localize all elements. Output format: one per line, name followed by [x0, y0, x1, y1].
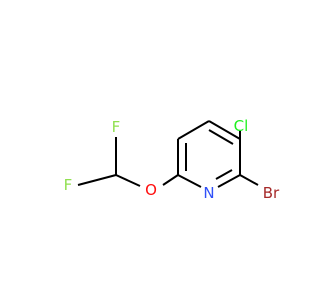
atom-chlorine: Cl	[234, 117, 249, 135]
bonds	[77, 120, 259, 188]
bond-c2-n-inner	[215, 169, 233, 180]
canvas-background	[0, 0, 300, 300]
bond-chf2-o	[115, 174, 141, 187]
bond-c2-n	[217, 174, 241, 188]
atom-fluorine-top: F	[112, 118, 121, 136]
bond-c5-c4	[177, 120, 210, 140]
molecule-structure: F F O N Br Cl	[0, 0, 300, 300]
bond-c4-c3	[208, 120, 241, 140]
bond-o-c6	[162, 174, 179, 186]
atom-fluorine-left: F	[64, 176, 73, 194]
atom-nitrogen: N	[203, 184, 214, 202]
atom-oxygen: O	[145, 181, 157, 199]
atom-bromine: Br	[263, 184, 280, 202]
bond-c4-c3-inner	[208, 129, 234, 145]
atom-labels: F F O N Br Cl	[64, 117, 280, 202]
bond-f2-chf2	[77, 174, 117, 186]
bond-c2-br	[239, 174, 259, 186]
bond-n-c6	[177, 174, 202, 188]
